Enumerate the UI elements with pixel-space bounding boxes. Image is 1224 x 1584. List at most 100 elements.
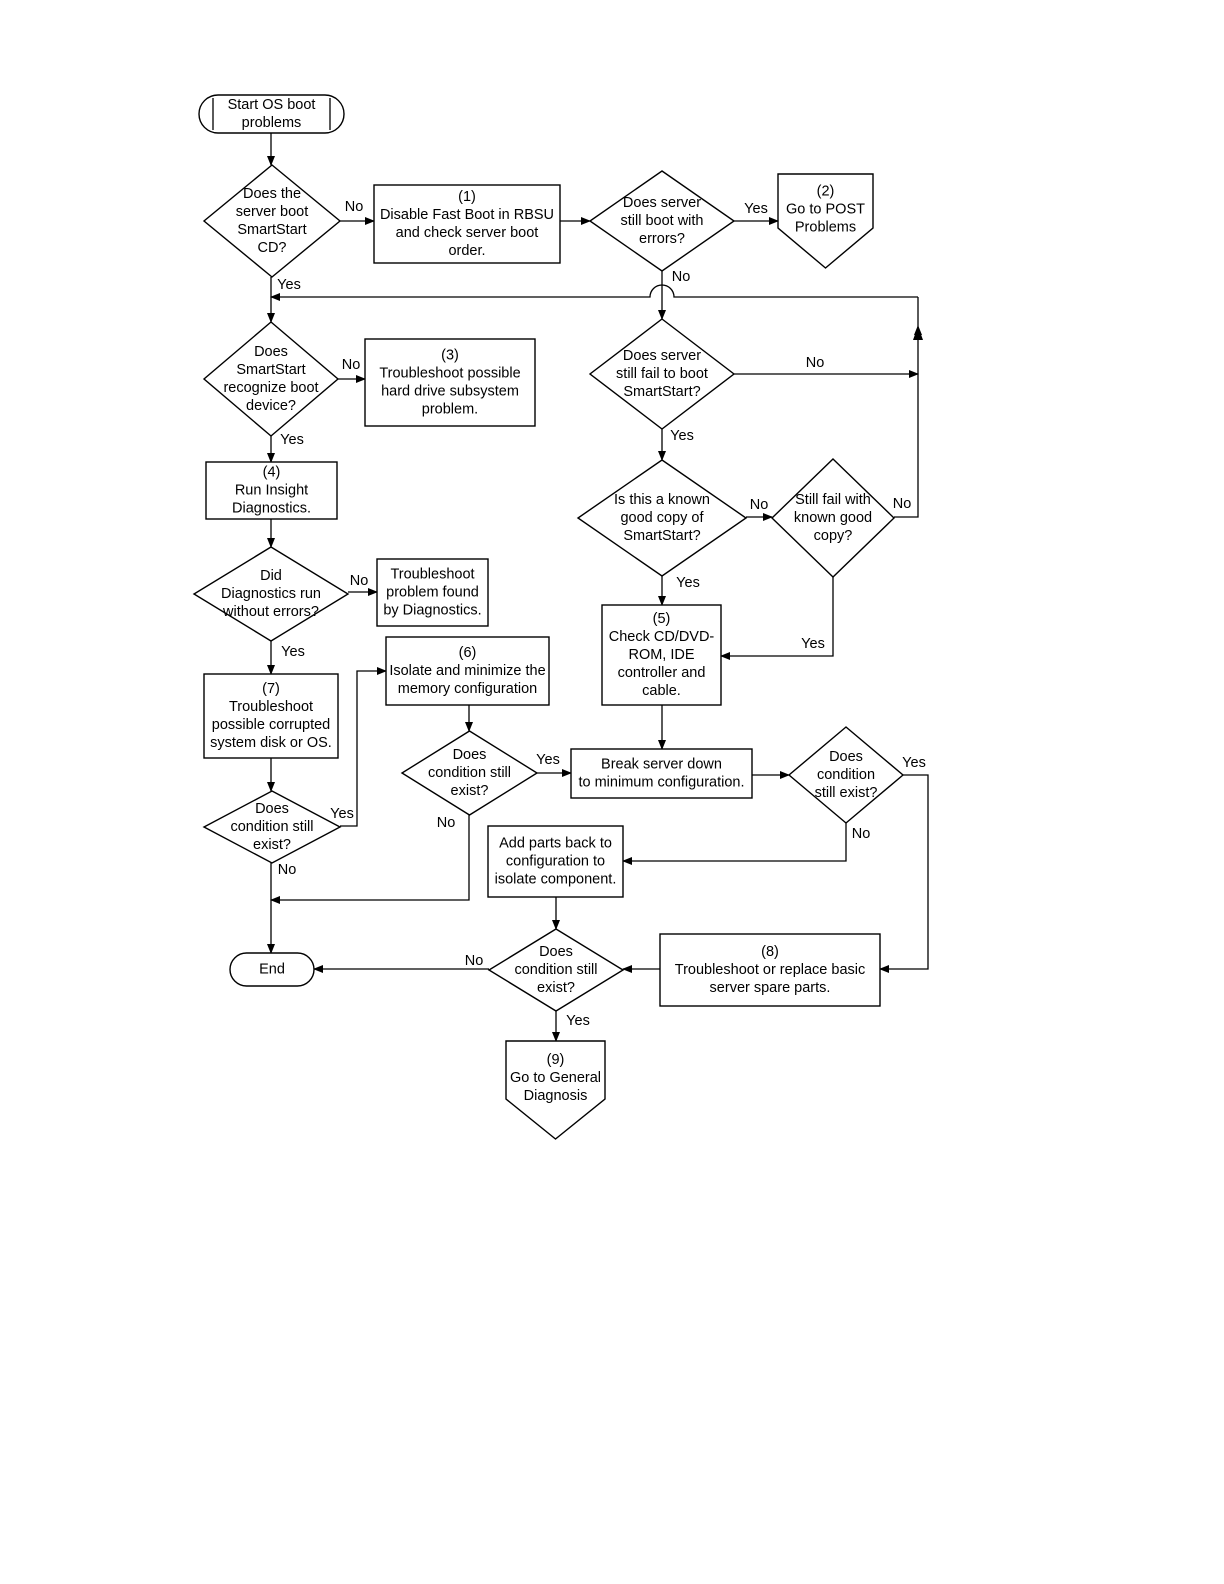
node-text-line: ROM, IDE xyxy=(628,647,694,663)
process-shape xyxy=(376,558,489,627)
edge-label: No xyxy=(350,573,369,589)
node-text-line: (1) xyxy=(458,189,476,205)
edge-label: Yes xyxy=(670,428,694,444)
node-text-line: still fail to boot xyxy=(616,366,708,382)
node-text-line: Disable Fast Boot in RBSU xyxy=(380,207,554,223)
node-p-diag-found: Troubleshoot problem found by Diagnostics. xyxy=(376,558,489,627)
node-text-line: system disk or OS. xyxy=(210,735,332,751)
node-text-line: condition still xyxy=(514,962,597,978)
edge-label: No xyxy=(806,355,825,371)
node-text-line: Is this a known xyxy=(614,492,710,508)
node-text-line: device? xyxy=(246,398,296,414)
terminator-shape xyxy=(198,94,345,134)
node-text-line: CD? xyxy=(257,240,286,256)
node-text-line: Did xyxy=(260,568,282,584)
edge-label: Yes xyxy=(744,201,768,217)
node-text-line: condition xyxy=(817,767,875,783)
node-text-line: Does the xyxy=(243,186,301,202)
node-text-line: problem. xyxy=(422,401,478,417)
node-text-line: (7) xyxy=(262,681,280,697)
node-text-line: exist? xyxy=(451,783,489,799)
edge-label: No xyxy=(672,269,691,285)
process-shape xyxy=(364,338,536,427)
node-text-line: Go to POST xyxy=(786,202,865,218)
process-shape xyxy=(659,933,881,1007)
node-text-line: (3) xyxy=(441,347,459,363)
node-q-cond-add: Does condition still exist? xyxy=(487,928,625,1012)
node-p1: (1) Disable Fast Boot in RBSU and check se… xyxy=(373,184,561,264)
edge-label: No xyxy=(852,826,871,842)
node-text-line: hard drive subsystem xyxy=(381,383,519,399)
node-text-line: condition still xyxy=(230,819,313,835)
node-text-line: Troubleshoot xyxy=(390,566,474,582)
edge-q-cond-7-to-p6 xyxy=(340,667,387,827)
node-text-line: Go to General xyxy=(510,1070,601,1086)
node-text-line: to minimum configuration. xyxy=(578,774,744,790)
decision-shape xyxy=(400,730,539,816)
node-text-line: Does xyxy=(453,747,487,763)
node-text-line: SmartStart xyxy=(236,362,305,378)
node-text-line: isolate component. xyxy=(495,871,617,887)
node-text-line: still boot with xyxy=(620,213,703,229)
node-text-line: by Diagnostics. xyxy=(383,602,481,618)
edge-q-still-fail-known-to-p5 xyxy=(720,577,834,660)
node-text-line: Problems xyxy=(795,220,856,236)
edge-label: Yes xyxy=(801,636,825,652)
edge-label: Yes xyxy=(536,752,560,768)
node-text-line: (4) xyxy=(263,464,281,480)
node-text-line: Add parts back to xyxy=(499,835,612,851)
decision-shape xyxy=(588,318,736,430)
node-text-line: and check server boot xyxy=(396,225,539,241)
node-text-line: Diagnosis xyxy=(524,1088,588,1104)
node-text-line: cable. xyxy=(642,683,681,699)
node-text-line: memory configuration xyxy=(398,681,537,697)
node-text-line: End xyxy=(259,961,285,977)
decision-shape xyxy=(202,164,342,278)
node-text-line: still exist? xyxy=(815,785,878,801)
decision-shape xyxy=(576,459,748,577)
node-text-line: Troubleshoot xyxy=(229,699,313,715)
edge-q-cond-6-to-end xyxy=(270,815,470,904)
decision-shape xyxy=(588,170,736,272)
node-text-line: known good xyxy=(794,510,872,526)
node-end: End xyxy=(229,952,315,987)
edge-label: No xyxy=(278,862,297,878)
node-text-line: order. xyxy=(448,243,485,259)
decision-shape xyxy=(770,458,896,578)
node-text-line: Troubleshoot or replace basic xyxy=(675,962,865,978)
arrowhead xyxy=(913,326,923,340)
node-text-line: condition still xyxy=(428,765,511,781)
node-text-line: (6) xyxy=(459,645,477,661)
node-text-line: (2) xyxy=(817,184,835,200)
process-shape xyxy=(203,673,339,759)
node-text-line: Does server xyxy=(623,195,701,211)
node-text-line: SmartStart? xyxy=(623,528,700,544)
edge-label: Yes xyxy=(280,432,304,448)
node-text-line: SmartStart? xyxy=(623,384,700,400)
node-text-line: Check CD/DVD- xyxy=(609,629,715,645)
offpage-shape xyxy=(777,173,874,269)
node-text-line: problem found xyxy=(386,584,479,600)
decision-shape xyxy=(192,546,350,642)
edge-label: Yes xyxy=(330,806,354,822)
node-text-line: good copy of xyxy=(620,510,704,526)
node-text-line: exist? xyxy=(537,980,575,996)
node-text-line: exist? xyxy=(253,837,291,853)
node-text-line: Does xyxy=(829,749,863,765)
node-text-line: without errors? xyxy=(222,604,319,620)
node-text-line: server spare parts. xyxy=(710,980,831,996)
node-text-line: Does xyxy=(539,944,573,960)
